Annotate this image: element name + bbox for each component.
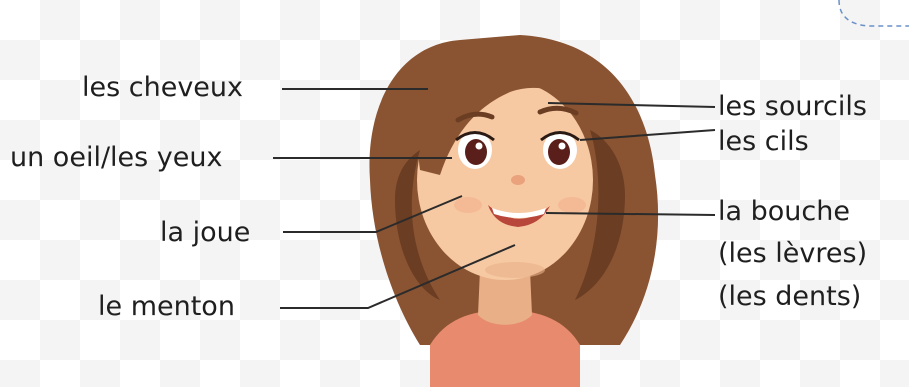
iris-left — [465, 139, 487, 165]
label-eyebrows: les sourcils — [718, 93, 867, 120]
label-teeth: (les dents) — [718, 283, 861, 310]
eye-shine-left — [476, 143, 483, 150]
label-hair: les cheveux — [82, 74, 243, 101]
label-eye: un oeil/les yeux — [10, 144, 222, 171]
cheek-right — [558, 197, 586, 213]
corner-decoration — [819, 0, 909, 32]
label-lips: (les lèvres) — [718, 240, 867, 267]
chin-shade — [485, 262, 545, 278]
label-eyelashes: les cils — [718, 128, 809, 155]
label-chin: le menton — [98, 293, 235, 320]
eye-shine-right — [559, 143, 566, 150]
iris-right — [548, 139, 570, 165]
cheek-left — [454, 197, 482, 213]
label-mouth: la bouche — [718, 198, 850, 225]
label-cheek: la joue — [160, 219, 250, 246]
nose — [511, 175, 525, 185]
